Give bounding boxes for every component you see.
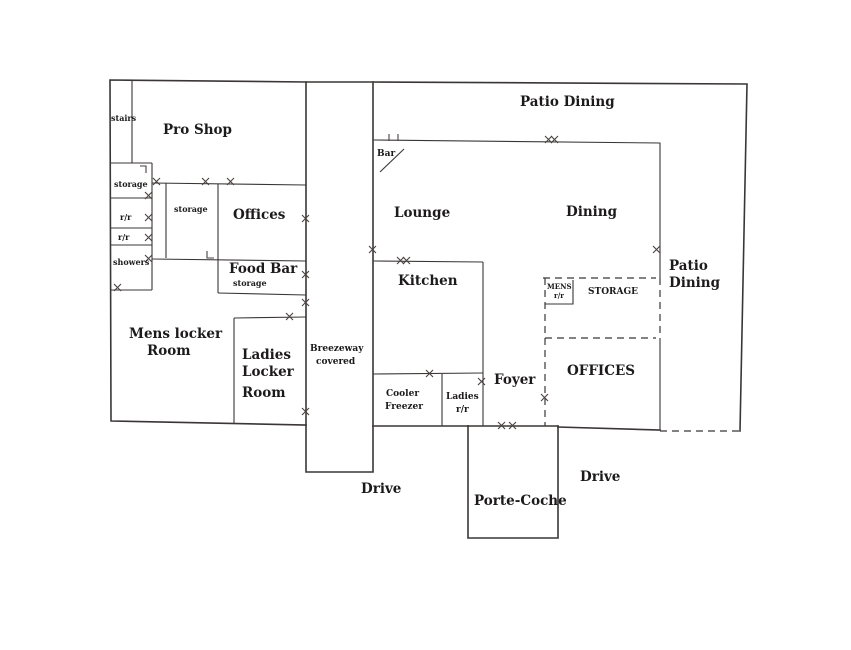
door-mark-icon	[113, 283, 122, 292]
label-mens-locker-2: Room	[147, 343, 191, 359]
label-offices-left: Offices	[233, 207, 286, 223]
label-rr-1: r/r	[120, 212, 132, 222]
label-patio-dining-top: Patio Dining	[520, 94, 615, 110]
door-mark-icon	[201, 177, 210, 186]
door-mark-icon	[425, 369, 434, 378]
label-ladies-rr-2: r/r	[456, 405, 469, 415]
label-breezeway-2: covered	[316, 357, 356, 367]
ladies-locker-top-wall	[233, 316, 307, 319]
label-ladies-locker-1: Ladies	[242, 347, 291, 363]
door-mark-icon	[544, 135, 553, 144]
door-mark-icon	[144, 191, 153, 200]
door-mark-icon	[550, 135, 559, 144]
label-bar: Bar	[377, 149, 395, 159]
door-mark-icon	[477, 377, 486, 386]
label-breezeway-1: Breezeway	[310, 344, 364, 354]
right-outer-wall	[372, 81, 748, 432]
bar-counter	[379, 148, 405, 173]
label-cooler-1: Cooler	[386, 389, 419, 399]
label-mens-rr-2: r/r	[554, 291, 564, 300]
door-mark-icon	[497, 421, 506, 430]
label-pro-shop: Pro Shop	[163, 122, 232, 138]
label-food-bar: Food Bar	[229, 261, 298, 277]
offices-bottom-wall	[557, 426, 661, 431]
label-mens-locker-1: Mens locker	[129, 326, 223, 342]
door-mark-icon	[144, 233, 153, 242]
food-bar-bottom-wall	[217, 292, 307, 296]
label-ladies-locker-2: Locker	[242, 364, 295, 380]
label-mens-rr-1: MENS	[547, 282, 572, 291]
door-mark-icon	[301, 214, 310, 223]
door-mark-icon	[285, 312, 294, 321]
door-mark-icon	[152, 177, 161, 186]
left-wing-interior	[110, 80, 307, 423]
label-storage-1: storage	[114, 179, 148, 189]
label-ladies-locker-3: Room	[242, 385, 286, 401]
door-marks	[113, 135, 661, 430]
label-storage-3: storage	[233, 278, 267, 288]
mens-rr-walls	[545, 280, 574, 305]
label-cooler-2: Freezer	[385, 402, 423, 412]
door-mark-icon	[540, 393, 549, 402]
room-labels: stairs Pro Shop storage storage Offices …	[111, 94, 721, 509]
label-drive-left: Drive	[361, 481, 401, 497]
door-mark-icon	[301, 298, 310, 307]
label-rr-2: r/r	[118, 232, 130, 242]
label-storage-2: storage	[174, 204, 208, 214]
label-stairs: stairs	[111, 113, 137, 123]
breezeway-walls	[305, 81, 374, 473]
label-porte-coche: Porte-Coche	[474, 493, 567, 509]
door-mark-icon	[144, 254, 153, 263]
label-foyer: Foyer	[494, 372, 536, 388]
walls	[109, 79, 748, 539]
door-mark-icon	[508, 421, 517, 430]
label-drive-right: Drive	[580, 469, 620, 485]
door-mark-icon	[301, 270, 310, 279]
door-mark-icon	[144, 213, 153, 222]
label-showers: showers	[113, 257, 150, 267]
door-mark-icon	[368, 245, 377, 254]
dining-walls	[372, 139, 661, 278]
kitchen-top-wall	[372, 260, 484, 263]
label-lounge: Lounge	[394, 205, 450, 221]
label-kitchen: Kitchen	[398, 273, 458, 289]
pro-shop-bottom-wall	[151, 182, 307, 186]
label-dining: Dining	[566, 204, 618, 220]
door-mark-icon	[140, 165, 147, 173]
door-mark-icon	[206, 251, 214, 259]
label-storage-caps: STORAGE	[588, 287, 638, 297]
porte-coche-walls	[467, 425, 559, 539]
left-wing-outer-wall	[109, 79, 307, 426]
right-interior	[372, 134, 661, 430]
label-offices-caps: OFFICES	[567, 363, 635, 379]
door-mark-icon	[301, 407, 310, 416]
door-mark-icon	[402, 256, 411, 265]
door-mark-icon	[652, 245, 661, 254]
door-mark-icon	[396, 256, 405, 265]
cooler-top-wall	[372, 372, 484, 375]
label-ladies-rr-1: Ladies	[446, 392, 479, 402]
label-patio-dining-right-1: Patio	[669, 258, 708, 274]
door-mark-icon	[226, 177, 235, 186]
label-patio-dining-right-2: Dining	[669, 275, 721, 291]
offices-bottom-wall-left	[151, 258, 307, 262]
